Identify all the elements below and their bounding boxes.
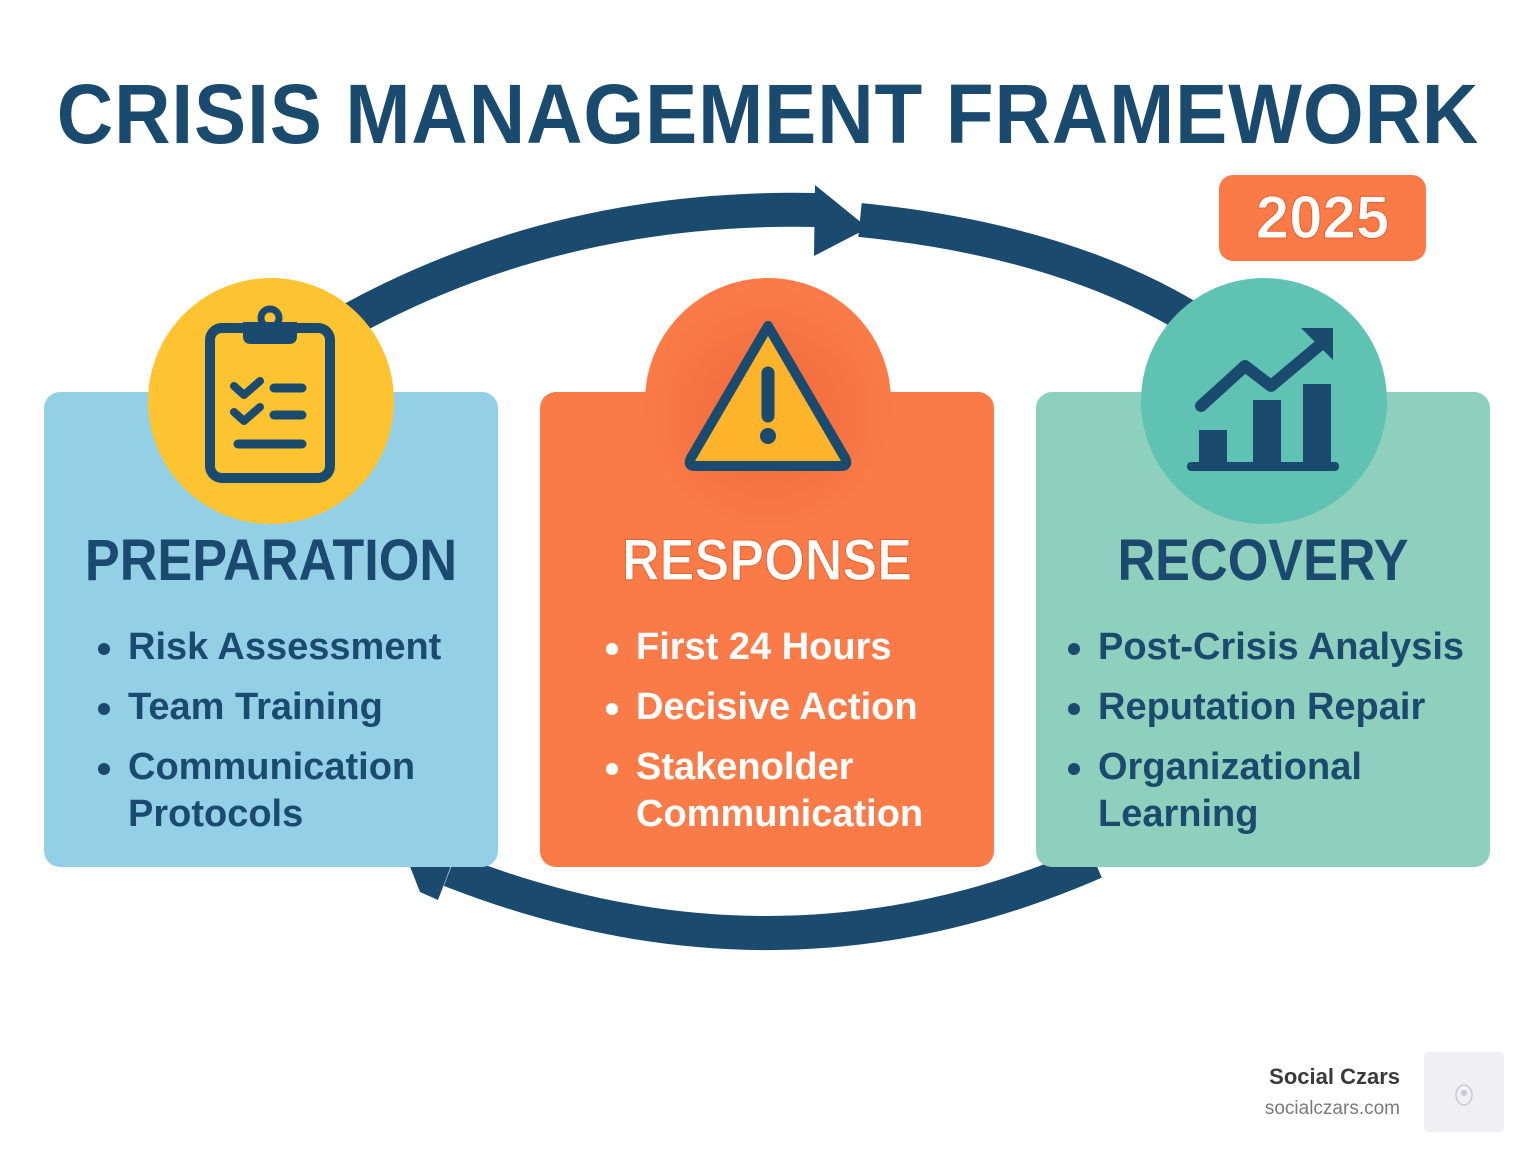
- stage-items: Post-Crisis Analysis Reputation Repair O…: [1064, 624, 1464, 851]
- clipboard-checklist-icon: [205, 305, 335, 483]
- bottom-arrow: [443, 846, 1102, 951]
- stage-items: Risk Assessment Team Training Communicat…: [94, 624, 441, 851]
- list-item: Decisive Action: [602, 684, 956, 731]
- stage-title: RESPONSE: [621, 528, 913, 593]
- warning-triangle-icon: [684, 321, 852, 471]
- list-item: Communication Protocols: [94, 744, 428, 838]
- stage-title: RECOVERY: [1117, 528, 1409, 593]
- brand-block: Social Czars socialczars.com: [1265, 1064, 1400, 1120]
- growth-chart-icon: [1187, 328, 1339, 471]
- year-badge: 2025: [1219, 175, 1426, 261]
- stage-card-preparation: PREPARATION Risk Assessment Team Trainin…: [44, 392, 498, 867]
- top-arrow: [341, 192, 816, 335]
- stage-items: First 24 Hours Decisive Action Stakenold…: [602, 624, 956, 851]
- preparation-icon-circle: [148, 278, 394, 524]
- recovery-icon-circle: [1141, 278, 1387, 524]
- page-title: CRISIS MANAGEMENT FRAMEWORK: [56, 67, 1480, 161]
- list-item: First 24 Hours: [602, 624, 956, 671]
- list-item: Reputation Repair: [1064, 684, 1464, 731]
- list-item: Organizational Learning: [1064, 744, 1398, 838]
- list-item: Team Training: [94, 684, 441, 731]
- brand-url: socialczars.com: [1264, 1098, 1400, 1119]
- brand-name: Social Czars: [1269, 1064, 1400, 1089]
- response-icon-circle: [645, 278, 891, 524]
- top-arrowhead-icon: [814, 185, 868, 256]
- list-item: Risk Assessment: [94, 624, 441, 671]
- list-item: Stakenolder Communication: [602, 744, 956, 838]
- stage-title: PREPARATION: [84, 528, 458, 593]
- brand-logo-icon: [1424, 1052, 1504, 1132]
- list-item: Post-Crisis Analysis: [1064, 624, 1464, 671]
